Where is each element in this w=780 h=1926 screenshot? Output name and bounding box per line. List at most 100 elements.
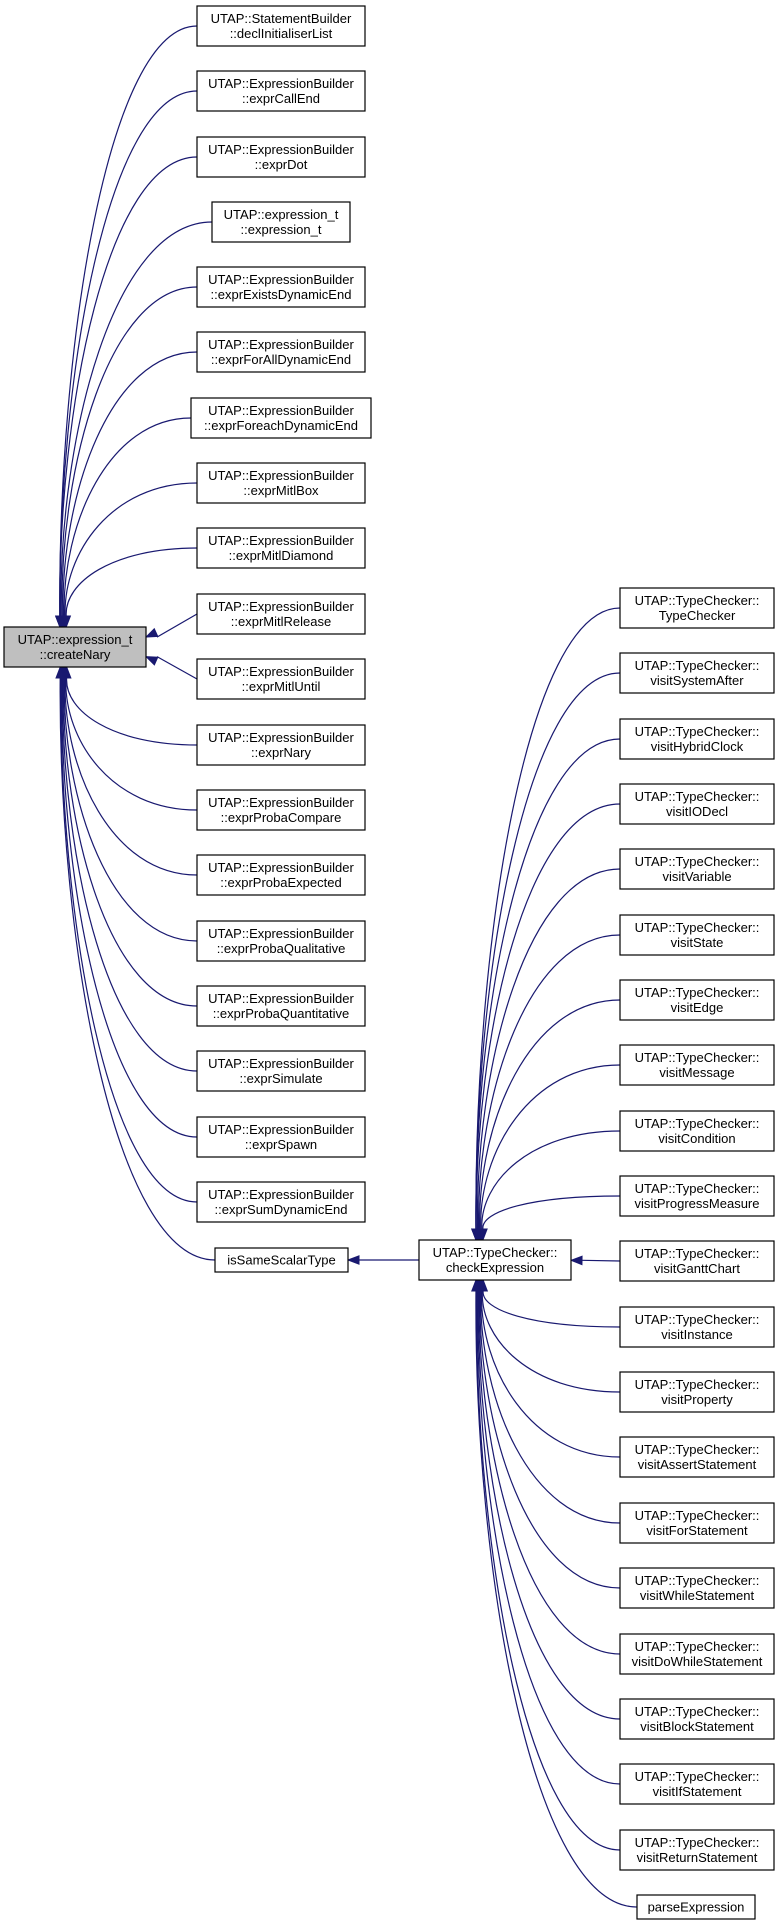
- node-expr-dot[interactable]: UTAP::ExpressionBuilder::exprDot: [196, 136, 366, 178]
- node-box: [214, 1247, 349, 1273]
- node-label: UTAP::TypeChecker::: [635, 985, 760, 1000]
- node-label: visitWhileStatement: [640, 1588, 755, 1603]
- node-visit-assert-statement[interactable]: UTAP::TypeChecker::visitAssertStatement: [619, 1436, 775, 1478]
- node-visit-hybrid-clock[interactable]: UTAP::TypeChecker::visitHybridClock: [619, 718, 775, 760]
- node-is-same-scalar-type[interactable]: isSameScalarType: [214, 1247, 349, 1273]
- node-visit-progress-measure[interactable]: UTAP::TypeChecker::visitProgressMeasure: [619, 1175, 775, 1217]
- node-parse-expression[interactable]: parseExpression: [636, 1894, 756, 1920]
- node-visit-edge[interactable]: UTAP::TypeChecker::visitEdge: [619, 979, 775, 1021]
- node-expr-mitl-box[interactable]: UTAP::ExpressionBuilder::exprMitlBox: [196, 462, 366, 504]
- node-label: UTAP::ExpressionBuilder: [208, 1187, 354, 1202]
- node-expression-t[interactable]: UTAP::expression_t::expression_t: [211, 201, 351, 243]
- node-expr-proba-compare[interactable]: UTAP::ExpressionBuilder::exprProbaCompar…: [196, 789, 366, 831]
- node-box: [196, 5, 366, 47]
- edge-arrowhead: [569, 1255, 583, 1266]
- node-box: [418, 1239, 572, 1281]
- node-visit-iodecl[interactable]: UTAP::TypeChecker::visitIODecl: [619, 783, 775, 825]
- node-label: ::exprMitlDiamond: [229, 548, 334, 563]
- node-expr-spawn[interactable]: UTAP::ExpressionBuilder::exprSpawn: [196, 1116, 366, 1158]
- node-visit-state[interactable]: UTAP::TypeChecker::visitState: [619, 914, 775, 956]
- node-label: ::exprMitlUntil: [242, 679, 321, 694]
- node-label: visitProperty: [661, 1392, 733, 1407]
- node-visit-while-statement[interactable]: UTAP::TypeChecker::visitWhileStatement: [619, 1567, 775, 1609]
- node-visit-variable[interactable]: UTAP::TypeChecker::visitVariable: [619, 848, 775, 890]
- node-expr-sum-dynamic-end[interactable]: UTAP::ExpressionBuilder::exprSumDynamicE…: [196, 1181, 366, 1223]
- edge-expr-mitl-box-to-create-nary: [64, 482, 198, 617]
- node-box: [619, 1698, 775, 1740]
- node-label: ::exprDot: [255, 157, 308, 172]
- node-visit-gantt-chart[interactable]: UTAP::TypeChecker::visitGanttChart: [619, 1240, 775, 1282]
- node-label: UTAP::TypeChecker::: [635, 1442, 760, 1457]
- node-box: [619, 783, 775, 825]
- node-label: ::exprSpawn: [245, 1137, 317, 1152]
- edge-expr-proba-qualitative-to-create-nary: [63, 677, 198, 942]
- node-expr-mitl-until[interactable]: UTAP::ExpressionBuilder::exprMitlUntil: [196, 658, 366, 700]
- node-box: [619, 848, 775, 890]
- node-box: [619, 1044, 775, 1086]
- node-box: [619, 1567, 775, 1609]
- node-expr-call-end[interactable]: UTAP::ExpressionBuilder::exprCallEnd: [196, 70, 366, 112]
- node-label: visitVariable: [662, 869, 731, 884]
- node-visit-instance[interactable]: UTAP::TypeChecker::visitInstance: [619, 1306, 775, 1348]
- node-create-nary[interactable]: UTAP::expression_t::createNary: [3, 626, 147, 668]
- node-label: UTAP::expression_t: [18, 632, 133, 647]
- node-box: [619, 1306, 775, 1348]
- edge-arrowhead: [346, 1255, 360, 1265]
- node-visit-return-statement[interactable]: UTAP::TypeChecker::visitReturnStatement: [619, 1829, 775, 1871]
- node-label: ::declInitialiserList: [230, 26, 333, 41]
- node-visit-block-statement[interactable]: UTAP::TypeChecker::visitBlockStatement: [619, 1698, 775, 1740]
- node-expr-exists-dynamic-end[interactable]: UTAP::ExpressionBuilder::exprExistsDynam…: [196, 266, 366, 308]
- edge-expr-spawn-to-create-nary: [61, 677, 198, 1138]
- node-expr-for-all-dynamic-end[interactable]: UTAP::ExpressionBuilder::exprForAllDynam…: [196, 331, 366, 373]
- node-label: UTAP::TypeChecker::: [635, 854, 760, 869]
- node-box: [619, 1436, 775, 1478]
- node-visit-property[interactable]: UTAP::TypeChecker::visitProperty: [619, 1371, 775, 1413]
- node-decl-initialiser-list[interactable]: UTAP::StatementBuilder::declInitialiserL…: [196, 5, 366, 47]
- node-box: [619, 1175, 775, 1217]
- node-box: [211, 201, 351, 243]
- node-visit-if-statement[interactable]: UTAP::TypeChecker::visitIfStatement: [619, 1763, 775, 1805]
- node-visit-system-after[interactable]: UTAP::TypeChecker::visitSystemAfter: [619, 652, 775, 694]
- node-box: [196, 70, 366, 112]
- node-label: UTAP::ExpressionBuilder: [208, 926, 354, 941]
- node-visit-condition[interactable]: UTAP::TypeChecker::visitCondition: [619, 1110, 775, 1152]
- node-label: ::exprSimulate: [239, 1071, 322, 1086]
- node-expr-proba-expected[interactable]: UTAP::ExpressionBuilder::exprProbaExpect…: [196, 854, 366, 896]
- node-expr-proba-qualitative[interactable]: UTAP::ExpressionBuilder::exprProbaQualit…: [196, 920, 366, 962]
- edge-visit-hybrid-clock-to-check-expression: [475, 738, 621, 1230]
- node-label: UTAP::TypeChecker::: [635, 1377, 760, 1392]
- node-visit-do-while-statement[interactable]: UTAP::TypeChecker::visitDoWhileStatement: [619, 1633, 775, 1675]
- node-expr-mitl-release[interactable]: UTAP::ExpressionBuilder::exprMitlRelease: [196, 593, 366, 635]
- node-box: [196, 331, 366, 373]
- node-label: UTAP::ExpressionBuilder: [208, 1056, 354, 1071]
- node-label: visitForStatement: [646, 1523, 748, 1538]
- edge-arrowhead: [477, 1228, 488, 1242]
- node-check-expression[interactable]: UTAP::TypeChecker::checkExpression: [418, 1239, 572, 1281]
- node-type-checker[interactable]: UTAP::TypeChecker::TypeChecker: [619, 587, 775, 629]
- node-expr-simulate[interactable]: UTAP::ExpressionBuilder::exprSimulate: [196, 1050, 366, 1092]
- node-label: visitIODecl: [666, 804, 728, 819]
- node-expr-proba-quantitative[interactable]: UTAP::ExpressionBuilder::exprProbaQuanti…: [196, 985, 366, 1027]
- node-expr-nary[interactable]: UTAP::ExpressionBuilder::exprNary: [196, 724, 366, 766]
- edge-arrowhead: [471, 1278, 481, 1292]
- node-label: UTAP::ExpressionBuilder: [208, 1122, 354, 1137]
- node-label: ::exprCallEnd: [242, 91, 320, 106]
- node-expr-foreach-dynamic-end[interactable]: UTAP::ExpressionBuilder::exprForeachDyna…: [190, 397, 372, 439]
- edge-visit-property-to-check-expression: [481, 1290, 621, 1393]
- node-label: ::exprMitlRelease: [231, 614, 331, 629]
- node-box: [196, 593, 366, 635]
- node-visit-message[interactable]: UTAP::TypeChecker::visitMessage: [619, 1044, 775, 1086]
- node-label: UTAP::ExpressionBuilder: [208, 272, 354, 287]
- node-box: [619, 1110, 775, 1152]
- node-label: UTAP::TypeChecker::: [635, 1835, 760, 1850]
- node-label: ::exprSumDynamicEnd: [215, 1202, 348, 1217]
- node-expr-mitl-diamond[interactable]: UTAP::ExpressionBuilder::exprMitlDiamond: [196, 527, 366, 569]
- node-visit-for-statement[interactable]: UTAP::TypeChecker::visitForStatement: [619, 1502, 775, 1544]
- node-label: ::exprProbaQuantitative: [213, 1006, 350, 1021]
- edge-visit-iodecl-to-check-expression: [475, 803, 621, 1230]
- edge-arrowhead: [144, 627, 159, 638]
- edge-expr-sum-dynamic-end-to-create-nary: [60, 677, 198, 1203]
- edge-expr-proba-compare-to-create-nary: [65, 677, 198, 811]
- node-box: [619, 1763, 775, 1805]
